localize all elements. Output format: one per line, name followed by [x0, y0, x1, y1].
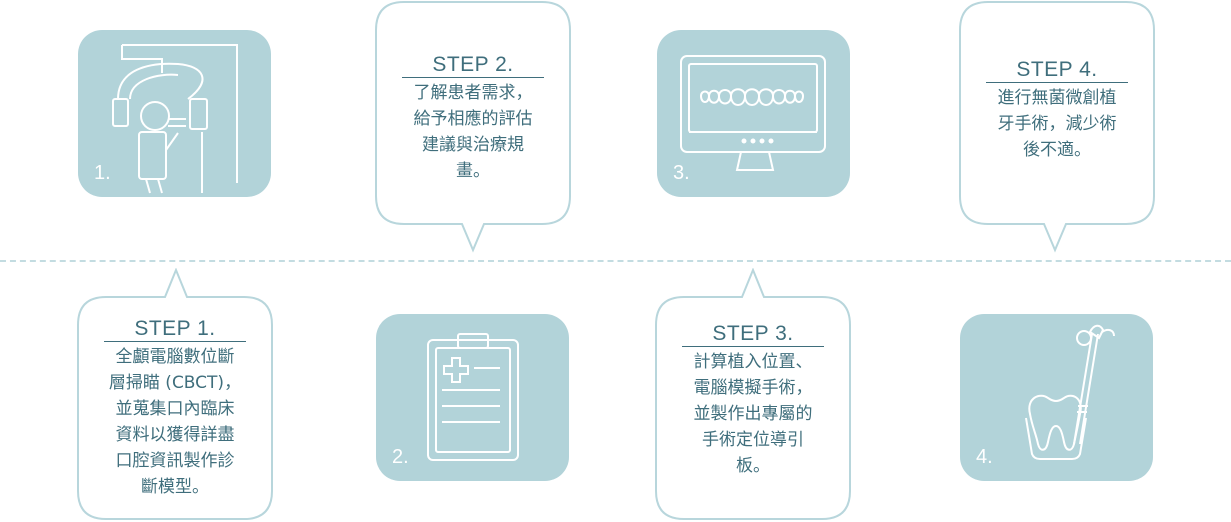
cbct-scanner-icon: [112, 44, 238, 194]
speech-bubble-shape: [77, 268, 273, 520]
dashed-divider: [0, 260, 1231, 262]
tile-number: 4.: [976, 446, 993, 468]
tile-step-2: 2.: [376, 314, 569, 481]
step-1-bubble: STEP 1. 全顱電腦數位斷 層掃瞄 (CBCT)， 並蒐集口內臨床 資料以獲…: [77, 268, 273, 522]
step-4-bubble: STEP 4. 進行無菌微創植 牙手術，減少術 後不適。: [959, 1, 1155, 253]
tile-step-3: 3.: [657, 30, 850, 197]
tile-number: 3.: [673, 162, 690, 184]
step-3-bubble: STEP 3. 計算植入位置、 電腦模擬手術， 並製作出專屬的 手術定位導引 板…: [655, 268, 851, 522]
step-description: 全顱電腦數位斷 層掃瞄 (CBCT)， 並蒐集口內臨床 資料以獲得詳盡 口腔資訊…: [108, 347, 242, 497]
step-description: 計算植入位置、 電腦模擬手術， 並製作出專屬的 手術定位導引 板。: [693, 352, 813, 476]
step-title: STEP 1.: [104, 317, 246, 342]
step-2-bubble: STEP 2. 了解患者需求， 給予相應的評估 建議與治療規 畫。: [375, 1, 571, 253]
step-title: STEP 3.: [682, 322, 824, 347]
tile-step-1: 1.: [78, 30, 271, 197]
tile-number: 2.: [392, 446, 409, 468]
clipboard-medical-icon: [427, 333, 519, 461]
step-description: 進行無菌微創植 牙手術，減少術 後不適。: [997, 88, 1117, 160]
tooth-implant-icon: [1025, 324, 1115, 460]
step-title: STEP 4.: [986, 58, 1128, 83]
step-title: STEP 2.: [402, 53, 544, 78]
step-description: 了解患者需求， 給予相應的評估 建議與治療規 畫。: [413, 83, 533, 181]
speech-bubble-shape: [375, 1, 571, 253]
speech-bubble-shape: [655, 268, 851, 520]
tile-step-4: 4.: [960, 314, 1153, 481]
tile-number: 1.: [94, 162, 111, 184]
monitor-teeth-icon: [680, 55, 826, 171]
speech-bubble-shape: [959, 1, 1155, 253]
